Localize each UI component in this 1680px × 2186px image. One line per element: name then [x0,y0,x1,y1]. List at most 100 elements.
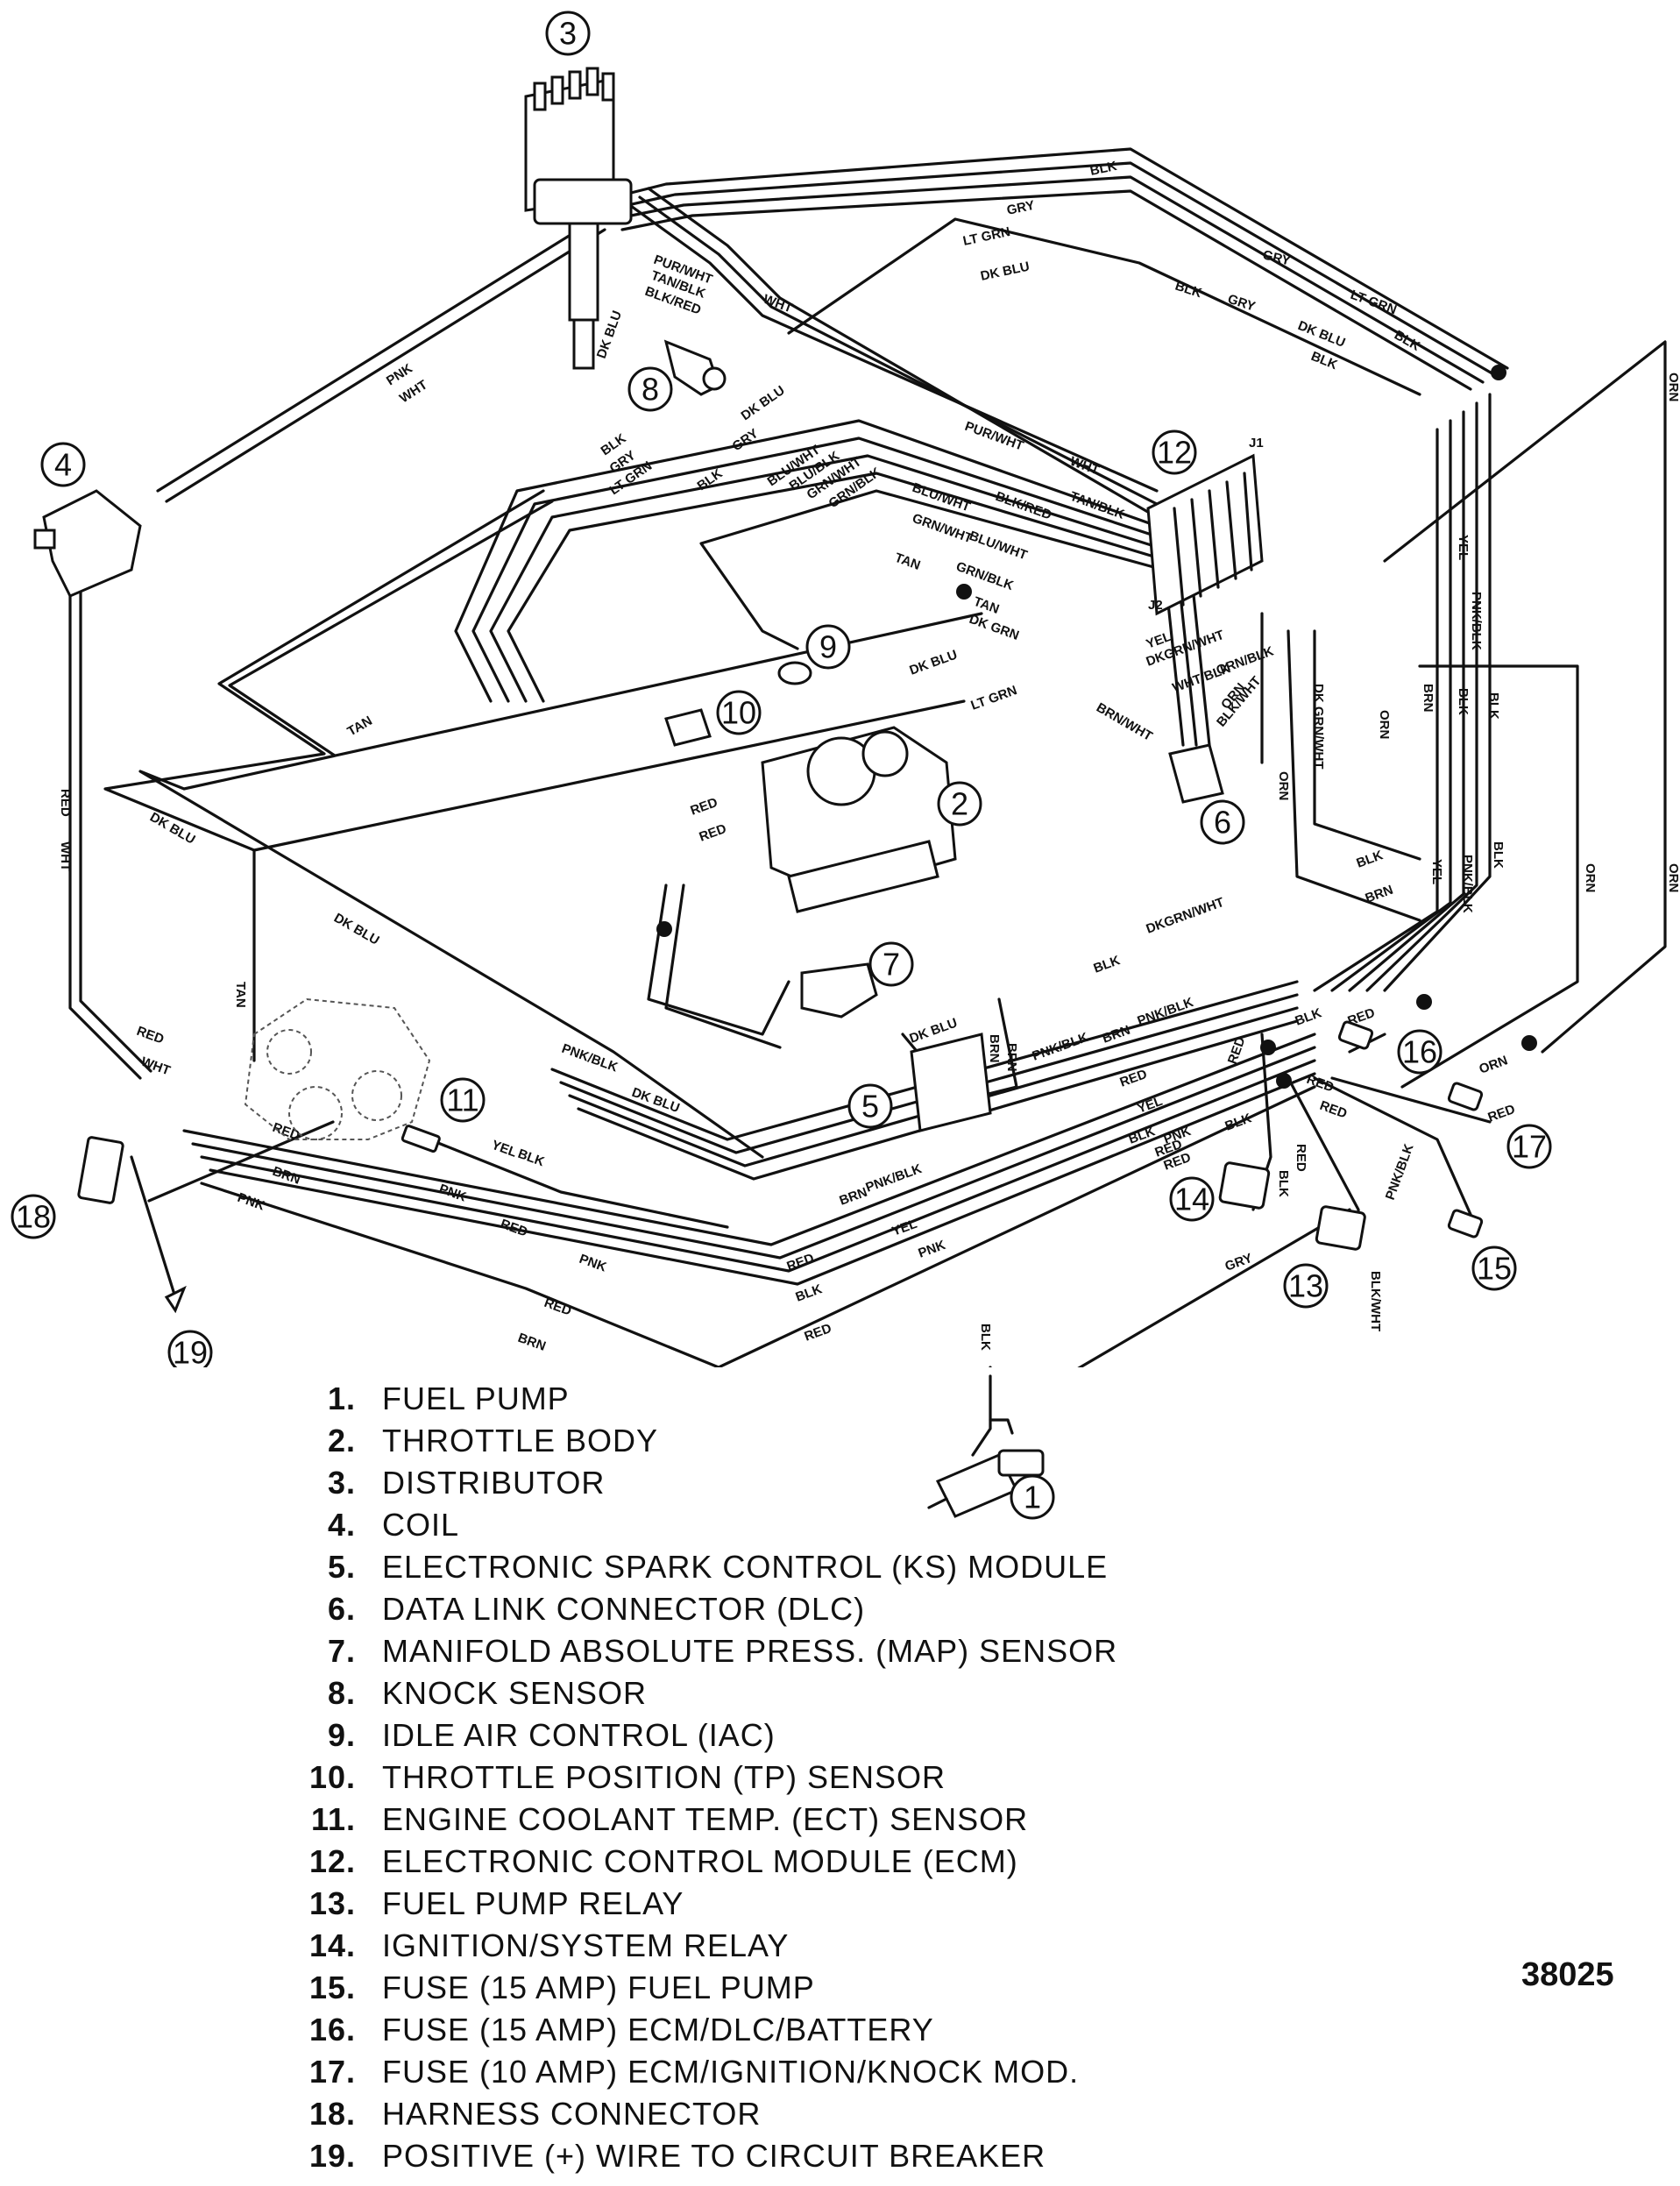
wire-label: PNK/BLK [1136,995,1196,1029]
wire-label: RED [689,795,720,819]
figure-number: 38025 [1521,1956,1614,1993]
ecm-j1-label: J1 [1249,436,1264,451]
wire-label: RED [58,789,73,817]
wire-label: PNK [578,1252,609,1275]
wire-label: PNK/BLK [1031,1030,1091,1064]
wire-label: ORN [1478,1053,1510,1076]
ignition-relay [1218,1161,1271,1210]
callout-4: 4 [40,442,86,487]
wire-label: WHT [58,841,73,871]
fuse-10a-ecm [1447,1082,1484,1111]
callout-3: 3 [545,11,591,56]
circuit-breaker-terminal [164,1285,187,1314]
wire-label: RED [1118,1067,1150,1090]
wire-label: LT GRN [969,683,1019,713]
wire-label: DK BLU [979,259,1031,284]
throttle-body [761,726,957,913]
legend-item: 7.MANIFOLD ABSOLUTE PRESS. (MAP) SENSOR [327,1633,1118,1669]
component-legend: 1.FUEL PUMP 2.THROTTLE BODY 3.DISTRIBUTO… [289,1378,1117,2177]
ect-sensor [401,1125,441,1153]
wire-label: BLK [1223,1111,1254,1134]
svg-text:12: 12 [1157,435,1192,471]
wire-label: ORN [1583,863,1598,892]
legend-item: 5.ELECTRONIC SPARK CONTROL (KS) MODULE [327,1549,1109,1585]
wire-label: ORN [1666,863,1680,892]
wire-label: BRN/WHT [1094,700,1155,744]
wire-label: BLK [1092,953,1123,976]
engine-outline [244,997,431,1140]
svg-text:6: 6 [1214,805,1231,841]
wire-label: ORN [1377,710,1392,739]
fuel-pump-area: 1 [927,1374,1055,1520]
wire-label: ORN [1666,373,1680,401]
wire-label: ORN [1276,771,1291,800]
fuel-pump-relay [1315,1205,1366,1251]
callout-18: 18 [11,1194,56,1239]
svg-text:13: 13 [1288,1268,1323,1304]
wire-label: DKGRN/WHT [1145,895,1227,937]
wire-label: WHT [139,1054,173,1079]
svg-text:17: 17 [1512,1129,1547,1165]
callout-19: 19 [167,1330,213,1368]
wire-label: YEL [1456,535,1471,560]
distributor [524,67,633,370]
callouts: 3 4 8 12 9 10 2 6 7 16 5 11 17 14 18 15 … [11,11,1552,1368]
ignition-coil [33,489,142,598]
callout-17: 17 [1506,1124,1552,1169]
svg-text:19: 19 [173,1335,208,1368]
legend-item: 11.ENGINE COOLANT TEMP. (ECT) SENSOR [310,1801,1029,1837]
legend-item: 15.FUSE (15 AMP) FUEL PUMP [308,1970,815,2005]
svg-text:14: 14 [1174,1182,1209,1217]
wire-label: TAN [233,982,248,1008]
callout-5: 5 [847,1083,893,1129]
wire-label: PNK [917,1238,948,1261]
wire-label: BLK [1355,848,1386,871]
wire-label: BRN [516,1331,548,1354]
callout-6: 6 [1200,799,1245,845]
harness-connector [77,1136,124,1204]
legend-item: 9.IDLE AIR CONTROL (IAC) [327,1717,776,1753]
svg-text:4: 4 [54,447,72,483]
callout-13: 13 [1283,1263,1329,1309]
legend-item: 4.COIL [327,1507,460,1543]
wire-label: DK BLU [739,383,788,423]
legend-item: 18.HARNESS CONNECTOR [308,2096,762,2132]
fuse-15a-fuel-pump [1447,1209,1484,1238]
wire-label: DK BLU [331,911,382,948]
wire-label: DK GRN [968,612,1021,643]
svg-text:11: 11 [446,1082,478,1118]
legend-item: 16.FUSE (15 AMP) ECM/DLC/BATTERY [308,2012,934,2048]
wire-label: BLK [1276,1170,1291,1197]
wire-label: WHT [762,292,795,316]
wire-label: BRN [1421,684,1435,713]
wire-label: RED [542,1295,574,1319]
ecm-j2-label: J2 [1148,598,1163,613]
wire-label: TAN [893,550,923,573]
legend-item: 3.DISTRIBUTOR [327,1465,606,1501]
wiring-diagram: BLK GRY LT GRN DK BLU GRY LT GRN BLK BLK… [11,11,1680,1368]
wire-label: DK BLU [908,647,960,678]
wire-label: BLK [1309,349,1340,373]
wire-label: BLK [1088,159,1118,179]
wire-label: PNK/BLK [1460,855,1475,913]
legend-item: 2.THROTTLE BODY [327,1423,659,1459]
wire-label: RED [1486,1102,1518,1125]
ks-module [910,1033,992,1132]
wire-label: BLK [1456,688,1471,715]
callout-15: 15 [1471,1246,1517,1291]
wire-label: BLK/WHT [1368,1271,1383,1331]
svg-text:10: 10 [721,695,756,731]
legend-item: 8.KNOCK SENSOR [327,1675,648,1711]
wire-label: BRN [987,1034,1002,1063]
wire-label: GRY [1261,247,1292,268]
wire-label: GRY [1223,1251,1255,1274]
wire-label: DK BLU [1296,318,1348,351]
wire-label: RED [1318,1098,1350,1122]
wire-label: PNK/BLK [1383,1142,1417,1203]
wire-label: RED [135,1024,167,1047]
wire-label: PNK/BLK [560,1041,620,1075]
wire-label: BRN [1004,1043,1019,1072]
wire-label: BLK [516,1146,547,1170]
callout-12: 12 [1152,429,1197,475]
wire-label: RED [1305,1072,1336,1096]
